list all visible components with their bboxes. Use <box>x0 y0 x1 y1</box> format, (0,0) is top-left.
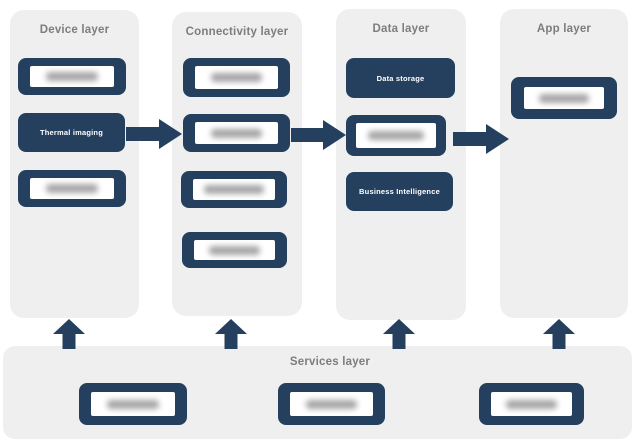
layer-title-connectivity: Connectivity layer <box>185 26 289 38</box>
blurred-text <box>45 72 99 81</box>
arrow-right-icon <box>291 120 346 150</box>
redacted-panel <box>194 240 275 260</box>
blurred-text <box>45 184 99 193</box>
redacted-panel <box>30 66 114 87</box>
redacted-panel <box>195 66 278 89</box>
arrow-up-icon <box>383 319 415 349</box>
redacted-panel <box>356 123 436 148</box>
arrow-up-icon <box>53 319 85 349</box>
box-label: Thermal imaging <box>39 128 103 137</box>
device-box-thermal-imaging: Thermal imaging <box>18 113 125 152</box>
blurred-text <box>209 245 260 255</box>
app-box-redacted <box>511 77 617 119</box>
data-box-redacted <box>346 115 446 156</box>
arrow-up-icon <box>215 319 247 349</box>
arrow-up-icon <box>543 319 575 349</box>
device-box-redacted-1 <box>18 58 126 95</box>
redacted-panel <box>195 122 278 144</box>
layer-panel-data: Data layer <box>336 9 466 320</box>
redacted-panel <box>524 87 604 109</box>
services-box-redacted-3 <box>479 383 584 425</box>
box-label: Business Intelligence <box>359 187 440 196</box>
redacted-panel <box>193 179 275 200</box>
blurred-text <box>106 399 160 409</box>
layer-panel-device: Device layer <box>10 10 139 318</box>
blurred-text <box>368 131 424 140</box>
layer-title-app: App layer <box>536 23 592 35</box>
connectivity-box-redacted-1 <box>183 58 290 97</box>
data-box-business-intelligence: Business Intelligence <box>346 172 453 211</box>
connectivity-box-redacted-4 <box>182 232 287 268</box>
layer-title-device: Device layer <box>39 24 110 36</box>
arrow-right-icon <box>126 119 182 149</box>
blurred-text <box>305 399 358 409</box>
redacted-panel <box>290 392 373 416</box>
services-box-redacted-2 <box>278 383 385 425</box>
redacted-panel <box>491 392 572 416</box>
connectivity-box-redacted-2 <box>183 114 290 152</box>
connectivity-box-redacted-3 <box>181 171 287 208</box>
blurred-text <box>539 93 589 103</box>
redacted-panel <box>30 178 114 199</box>
layer-title-services: Services layer <box>289 356 371 368</box>
services-box-redacted-1 <box>79 383 187 425</box>
redacted-panel <box>91 392 175 416</box>
device-box-redacted-2 <box>18 170 126 207</box>
blurred-text <box>204 185 264 194</box>
blurred-text <box>210 73 263 82</box>
box-label: Data storage <box>376 73 425 83</box>
blurred-text <box>210 128 263 138</box>
layer-panel-app: App layer <box>500 9 628 318</box>
blurred-text <box>506 399 557 409</box>
layer-title-data: Data layer <box>372 23 430 35</box>
data-box-data-storage: Data storage <box>346 58 455 98</box>
arrow-right-icon <box>453 124 509 154</box>
